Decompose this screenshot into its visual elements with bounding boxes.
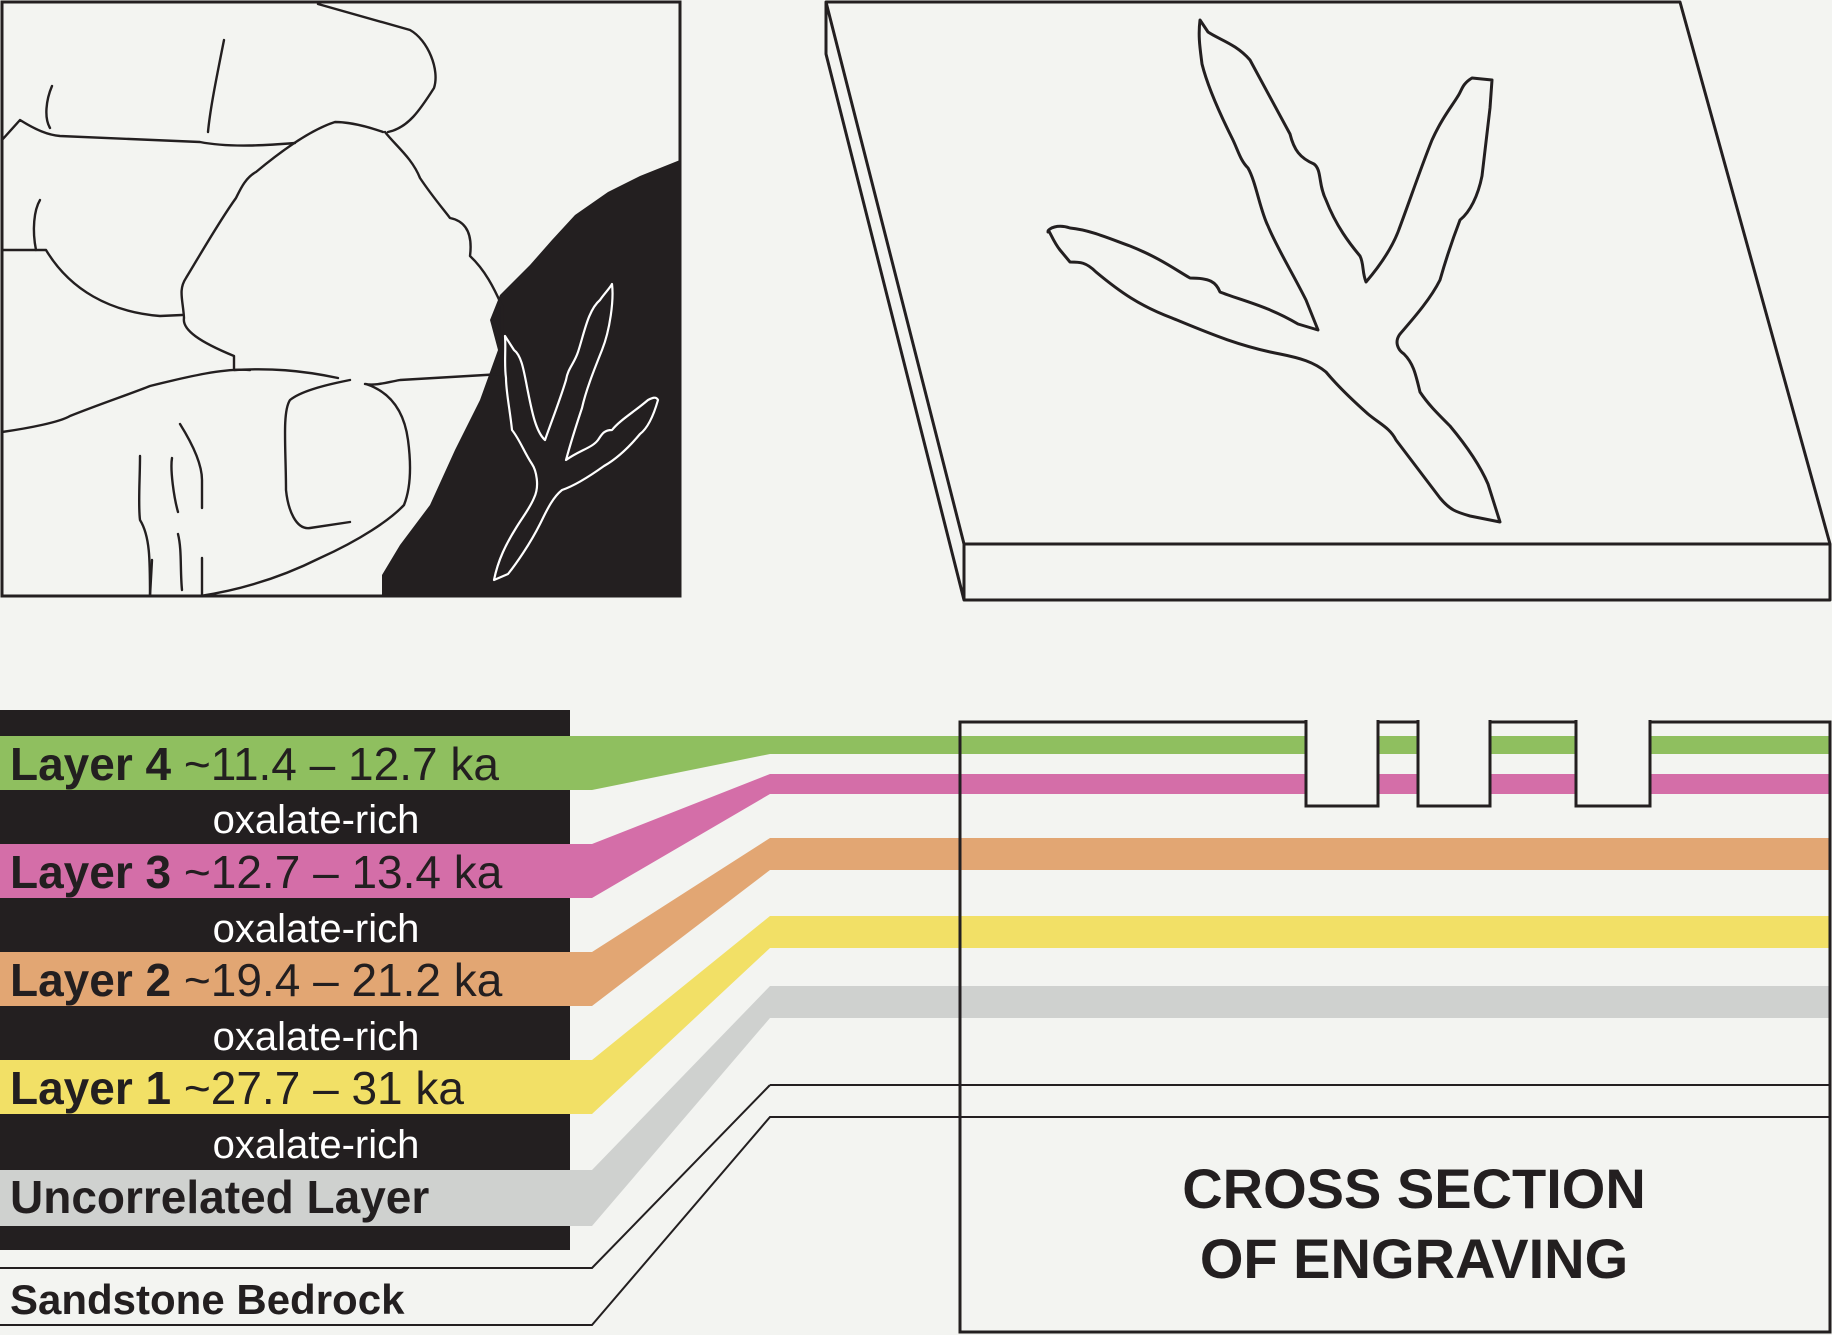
layer3-label-box xyxy=(0,844,570,898)
oxalate-label-1: oxalate-rich xyxy=(213,798,420,842)
layer3-name: Layer 3 xyxy=(10,846,184,898)
oxalate-label-3: oxalate-rich xyxy=(213,1015,420,1059)
dark-rock-face xyxy=(382,160,680,596)
layer4-label-box xyxy=(0,736,570,790)
sketch-engraving xyxy=(492,282,660,582)
layer4-age: ~11.4 – 12.7 ka xyxy=(184,738,499,790)
sandstone-bedrock-label: Sandstone Bedrock xyxy=(10,1276,405,1323)
oxalate-label-2: oxalate-rich xyxy=(213,907,420,951)
layer4-connector xyxy=(570,736,1830,790)
cross-section-box xyxy=(958,720,1832,1334)
cross-section-title-line1: CROSS SECTION xyxy=(1182,1157,1646,1220)
layer1-name: Layer 1 xyxy=(10,1062,184,1114)
layer1-age: ~27.7 – 31 ka xyxy=(184,1062,464,1114)
oxalate-label-4: oxalate-rich xyxy=(213,1123,420,1167)
layer2-connector xyxy=(570,838,1830,1006)
layer3-age: ~12.7 – 13.4 ka xyxy=(184,846,503,898)
layer-labels: Layer 4 ~11.4 – 12.7 ka Layer 3 ~12.7 – 1… xyxy=(10,738,503,1114)
layer3-label: Layer 3 ~12.7 – 13.4 ka xyxy=(10,846,503,898)
engraving-grooves xyxy=(1304,720,1652,808)
layer1-label-box xyxy=(0,1060,570,1114)
rock-shelter-sketch xyxy=(0,0,682,598)
layer1-connector xyxy=(570,916,1830,1114)
layer-sequence: Layer 4 ~11.4 – 12.7 ka Layer 3 ~12.7 – 1… xyxy=(0,710,1832,1334)
uncorrelated-layer-label: Uncorrelated Layer xyxy=(10,1171,429,1223)
layer4-name: Layer 4 xyxy=(10,738,184,790)
cross-section-title-line2: OF ENGRAVING xyxy=(1200,1227,1628,1290)
layer1-label: Layer 1 ~27.7 – 31 ka xyxy=(10,1062,464,1114)
layer4-label: Layer 4 ~11.4 – 12.7 ka xyxy=(10,738,499,790)
layer-connectors xyxy=(0,736,1830,1226)
engraved-slab xyxy=(824,0,1832,602)
layer2-label: Layer 2 ~19.4 – 21.2 ka xyxy=(10,954,503,1006)
layer3-connector xyxy=(570,774,1830,898)
uncorrelated-connector xyxy=(570,986,1830,1226)
layer2-label-box xyxy=(0,952,570,1006)
uncorrelated-label-box xyxy=(0,1170,570,1226)
bedrock-outline xyxy=(0,1084,1830,1326)
layer2-name: Layer 2 xyxy=(10,954,184,1006)
bird-track-engraving xyxy=(1046,18,1502,524)
layer2-age: ~19.4 – 21.2 ka xyxy=(184,954,503,1006)
